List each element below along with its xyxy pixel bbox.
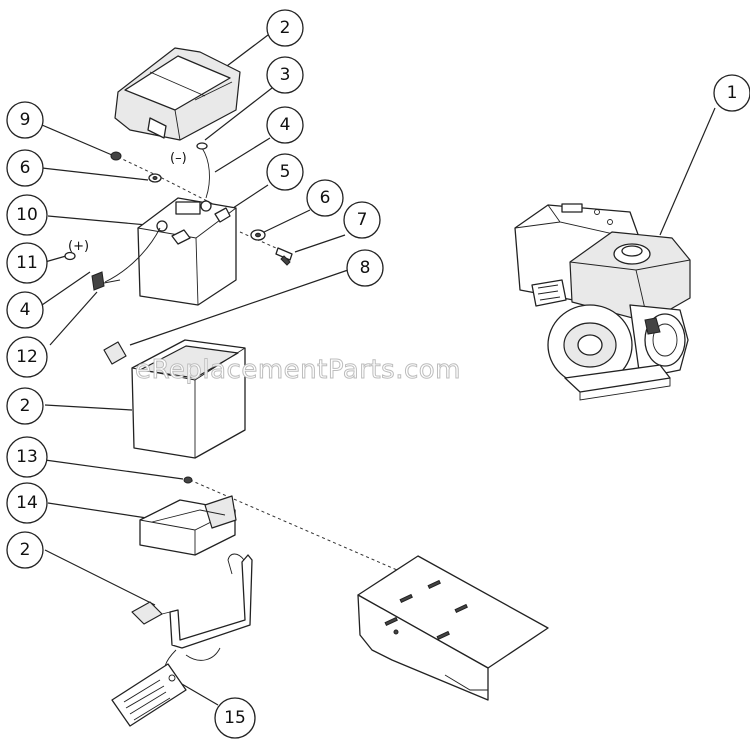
callout: 12 — [6, 336, 48, 378]
washer-right-icon — [250, 229, 266, 241]
svg-text:7: 7 — [357, 210, 368, 230]
svg-text:2: 2 — [20, 396, 31, 416]
callout: 2 — [6, 387, 44, 425]
svg-text:6: 6 — [20, 158, 31, 178]
callout: 4 — [266, 106, 304, 144]
svg-text:13: 13 — [16, 447, 38, 467]
positive-polarity-label: (+) — [68, 239, 89, 254]
svg-text:5: 5 — [280, 162, 291, 182]
callout: 11 — [6, 242, 48, 284]
svg-text:14: 14 — [16, 493, 38, 513]
svg-text:11: 11 — [16, 253, 38, 273]
svg-text:3: 3 — [280, 65, 291, 85]
engine-icon — [514, 203, 691, 401]
negative-polarity-label: (–) — [170, 151, 187, 166]
svg-text:6: 6 — [320, 188, 331, 208]
svg-text:12: 12 — [16, 347, 38, 367]
callout: 8 — [346, 249, 384, 287]
svg-text:8: 8 — [360, 258, 371, 278]
svg-text:1: 1 — [727, 83, 738, 103]
callout: 9 — [6, 101, 44, 139]
battery-tray-icon — [139, 495, 237, 556]
nut-icon — [110, 151, 122, 161]
callout: 14 — [6, 482, 48, 524]
bolt-icon — [275, 247, 293, 266]
negative-cable-icon — [196, 142, 210, 199]
callout: 13 — [6, 436, 48, 478]
svg-text:4: 4 — [20, 300, 31, 320]
battery-icon — [137, 197, 237, 306]
battery-cover-icon — [114, 47, 241, 141]
callout: 3 — [266, 56, 304, 94]
battery-box-icon — [131, 339, 246, 459]
svg-text:9: 9 — [20, 110, 31, 130]
callout: 2 — [266, 9, 304, 47]
svg-text:2: 2 — [20, 540, 31, 560]
leader-lines — [41, 34, 716, 706]
callout: 7 — [343, 201, 381, 239]
callout: 5 — [266, 153, 304, 191]
positive-cable-icon — [91, 227, 161, 291]
callout: 1 — [713, 74, 750, 112]
svg-text:10: 10 — [16, 205, 38, 225]
svg-text:4: 4 — [280, 115, 291, 135]
washer-icon — [148, 173, 162, 183]
svg-text:15: 15 — [224, 708, 246, 728]
callout: 6 — [6, 149, 44, 187]
callout: 4 — [6, 291, 44, 329]
clip-icon — [103, 341, 127, 365]
svg-text:2: 2 — [280, 18, 291, 38]
terminal-cap-icon — [64, 251, 76, 261]
callout: 6 — [306, 179, 344, 217]
watermark: eReplacementParts.com — [135, 355, 461, 385]
callout: 2 — [6, 531, 44, 569]
callout: 10 — [6, 194, 48, 236]
strap-icon — [131, 553, 253, 649]
tag-icon — [111, 647, 221, 727]
small-nut-icon — [183, 476, 193, 484]
callout: 15 — [214, 697, 256, 739]
frame-plate-icon — [357, 555, 549, 701]
